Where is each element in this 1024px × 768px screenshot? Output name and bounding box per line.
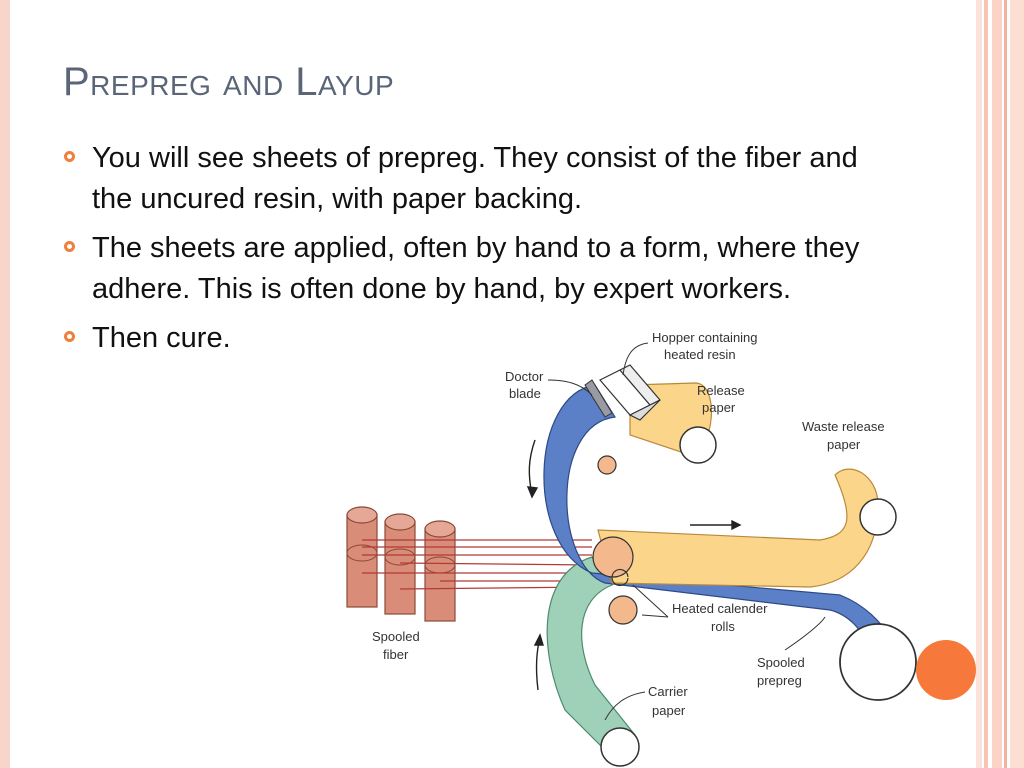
bullet-text: Then cure. [92, 322, 231, 354]
carrier-paper-roll [600, 727, 640, 767]
bullet-item: The sheets are applied, often by hand to… [64, 228, 884, 310]
label-spooled-fiber-line2: fiber [383, 647, 409, 662]
calender-rolls-icon [592, 536, 638, 625]
waste-paper-roll [859, 498, 897, 536]
carrier-paper-path [546, 556, 636, 761]
label-hopper-line2: heated resin [664, 347, 736, 362]
label-release-line2: paper [702, 400, 736, 415]
bullet-list: You will see sheets of prepreg. They con… [64, 138, 884, 367]
label-doctor-line1: Doctor [505, 369, 544, 384]
decorative-orange-circle [916, 640, 976, 700]
label-carrier-line2: paper [652, 703, 686, 718]
bullet-circle-icon [64, 241, 75, 252]
right-border-stripes [976, 0, 1024, 768]
bullet-item: Then cure. [64, 318, 884, 359]
left-border-stripe [0, 0, 10, 768]
label-spooled-prepreg-line2: prepreg [757, 673, 802, 688]
release-paper-roll [679, 426, 717, 464]
prepreg-sheet-path [597, 468, 879, 588]
hopper-icon [599, 364, 661, 421]
bullet-item: You will see sheets of prepreg. They con… [64, 138, 884, 220]
leader-lines [547, 342, 826, 721]
label-spooled-fiber-line1: Spooled [372, 629, 420, 644]
label-waste-line2: paper [827, 437, 861, 452]
prepreg-process-diagram: Hopper containing heated resin Doctor bl… [346, 330, 917, 767]
bullet-circle-icon [64, 151, 75, 162]
spooled-fiber-icon [346, 506, 456, 622]
bullet-circle-icon [64, 331, 75, 342]
small-guide-roll [597, 455, 617, 475]
bullet-text: The sheets are applied, often by hand to… [92, 232, 860, 305]
label-carrier-line1: Carrier [648, 684, 688, 699]
label-calender-line2: rolls [711, 619, 735, 634]
label-calender-line1: Heated calender [672, 601, 768, 616]
doctor-blade-icon [584, 379, 613, 418]
label-spooled-prepreg-line1: Spooled [757, 655, 805, 670]
fiber-strands [362, 539, 593, 590]
slide-title: Prepreg and Layup [63, 60, 395, 104]
label-waste-line1: Waste release [802, 419, 885, 434]
direction-arrows [526, 439, 742, 691]
label-doctor-line2: blade [509, 386, 541, 401]
label-hopper-line1: Hopper containing [652, 330, 758, 345]
label-release-line1: Release [697, 383, 745, 398]
spooled-prepreg-roll [839, 623, 917, 701]
bullet-text: You will see sheets of prepreg. They con… [92, 142, 858, 215]
